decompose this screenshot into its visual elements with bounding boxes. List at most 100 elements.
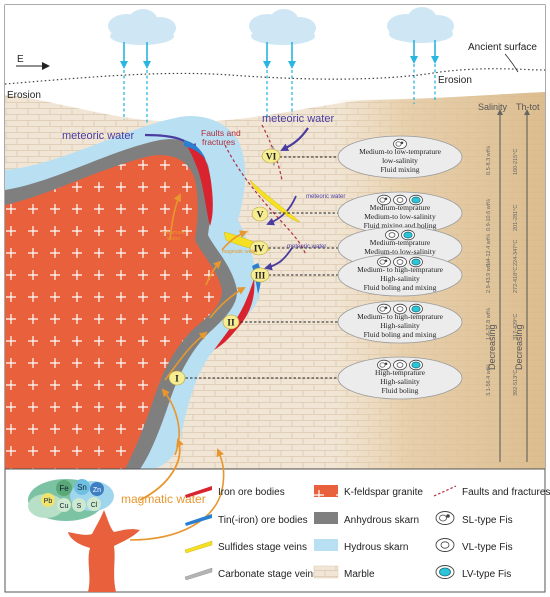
fis-icon-vl [393,303,407,315]
stage-text-line: Medium-temprature [370,203,431,212]
stage-text-line: Medium-to low-temprature [359,147,442,156]
stage-numeral-iv: IV [254,245,265,255]
stage-connectors [181,156,338,379]
faults-label-line1: Faults and [201,128,241,138]
fis-icon-lv [401,229,415,241]
stage-numeral-iii: III [255,271,266,281]
fis-icon-vl [393,256,407,268]
stage-text-line: Fluid boling and mixing [364,330,437,339]
stage-marker-ii [222,314,240,330]
stage-text-line: Fluid mixing and boling [364,221,437,230]
fis-icon-lv [409,256,423,268]
sulfide-vein-v [249,179,301,223]
element-circles [41,479,104,512]
stage-ellipse-vi: Medium-to low-tempraturelow-salinityFlui… [337,135,519,179]
stage-text-line: Medium- to high-temprature [357,265,443,274]
legend-label-lv-fis: LV-type Fis [462,569,511,580]
tin-ore-upper [184,140,206,160]
stage-text-line: High-temprature [375,368,426,377]
legend-label-carbonate-veins: Carbonate stage veins [218,569,318,580]
meteoric-water-left-label: meteoric water [62,130,134,142]
meteoric-water-small-2-label: meteoric water [287,244,326,250]
temperature-range: 224-347°C [513,240,519,266]
legend-label-sl-fis: SL-type Fis [462,515,513,526]
legend-label-sulfide-veins: Sulfides stage veins [218,542,307,553]
cloud-right [387,7,454,43]
legend-granite [314,485,338,497]
legend-label-granite: K-feldspar granite [344,487,423,498]
cloud-left [108,9,176,45]
temperature-range: 272-418°C [513,267,519,293]
stage-marker-iii [250,267,270,283]
fis-icon-vl [393,194,407,206]
stage-text-line: Fluid boling [382,386,419,395]
ancient-surface-pointer [504,53,519,73]
fis-icon-sl [377,194,391,206]
fis-icon-lv [409,359,423,371]
cloud-middle [249,9,316,45]
salinity-range: 0.5-8.3 wt% [486,146,492,175]
element-fe: Fe [59,484,69,493]
stage-text-line: Medium-to low-salinity [364,212,436,221]
stage-marker-i [168,370,186,386]
salinity-range: 0.9-10.6 wt% [486,199,492,231]
stage-ellipses: Medium-to low-tempraturelow-salinityFlui… [337,135,519,400]
stage-numeral-i: I [175,375,179,385]
element-cl: Cl [91,502,98,509]
iron-ore-upper [186,142,213,226]
stage-text-line: High-salinity [380,377,420,386]
stage-ellipse-iii: Medium- to high-tempratureHigh-salinityF… [337,253,519,297]
element-zn: Zn [93,487,101,494]
fis-icon-vl [393,359,407,371]
stage-ellipse-ii: Medium- to high-tempratureHigh-salinityF… [337,300,519,344]
temperature-range: 160-215°C [513,149,519,175]
stage-text-line: High-salinity [380,274,420,283]
magmatic-water-small-2-label: magmatic water [222,249,258,255]
east-label: E [17,54,24,65]
th-tot-header: Th-tot [516,102,540,112]
temperature-range: 392-513°C [513,370,519,396]
meteoric-water-right-label: meteoric water [262,113,334,125]
element-sn: Sn [77,483,87,492]
legend-faults [433,485,457,497]
legend-anhydrous-skarn [314,512,338,524]
fis-icon-lv [409,194,423,206]
salinity-range: 3.1-56.4 wt% [486,364,492,396]
erosion-right-label: Erosion [438,75,472,86]
legend-hydrous-skarn [314,539,338,551]
magmatic-water-big-label: magmatic water [121,492,206,506]
magmatic-water-small-1-line1: magmatic [162,230,186,236]
stage-text-line: low-salinity [382,156,418,165]
erosion-left-label: Erosion [7,90,41,101]
stage-numeral-ii: II [227,319,235,329]
legend-iron-ore [185,486,212,498]
faults-label-line2: fractures [202,137,235,147]
legend-vl-fis-icon [435,538,455,552]
stage-text-line: Fluid boling and mixing [364,283,437,292]
k-feldspar-granite [5,155,222,469]
stage-text-line: Medium- to high-temprature [357,312,443,321]
stage-marker-v [251,206,269,222]
fis-icon-sl [393,138,407,150]
magmatic-arrow-secondary [129,448,225,541]
iron-ore-lower [214,278,255,350]
legend-label-vl-fis: VL-type Fis [462,542,513,553]
legend-sulfide-veins [184,540,213,554]
legend-carbonate-veins [184,567,213,581]
legend-label-iron-ore: Iron ore bodies [218,487,285,498]
stage-marker-iv [249,240,269,256]
fis-icon-vl [385,229,399,241]
meteoric-water-small-1-label: meteoric water [306,194,345,200]
rain-arrows [120,40,439,69]
temperature-range: 317-429°C [513,314,519,340]
legend-label-tin-ore: Tin(-iron) ore bodies [218,515,308,526]
legend-tin-ore [185,514,212,526]
magma-source [68,510,140,592]
legend-label-hydrous-skarn: Hydrous skarn [344,542,408,553]
stage-numeral-vi: VI [266,153,277,163]
stage-numeral-v: V [257,211,264,221]
fis-icon-sl [377,303,391,315]
legend-sl-fis-icon [435,511,455,525]
